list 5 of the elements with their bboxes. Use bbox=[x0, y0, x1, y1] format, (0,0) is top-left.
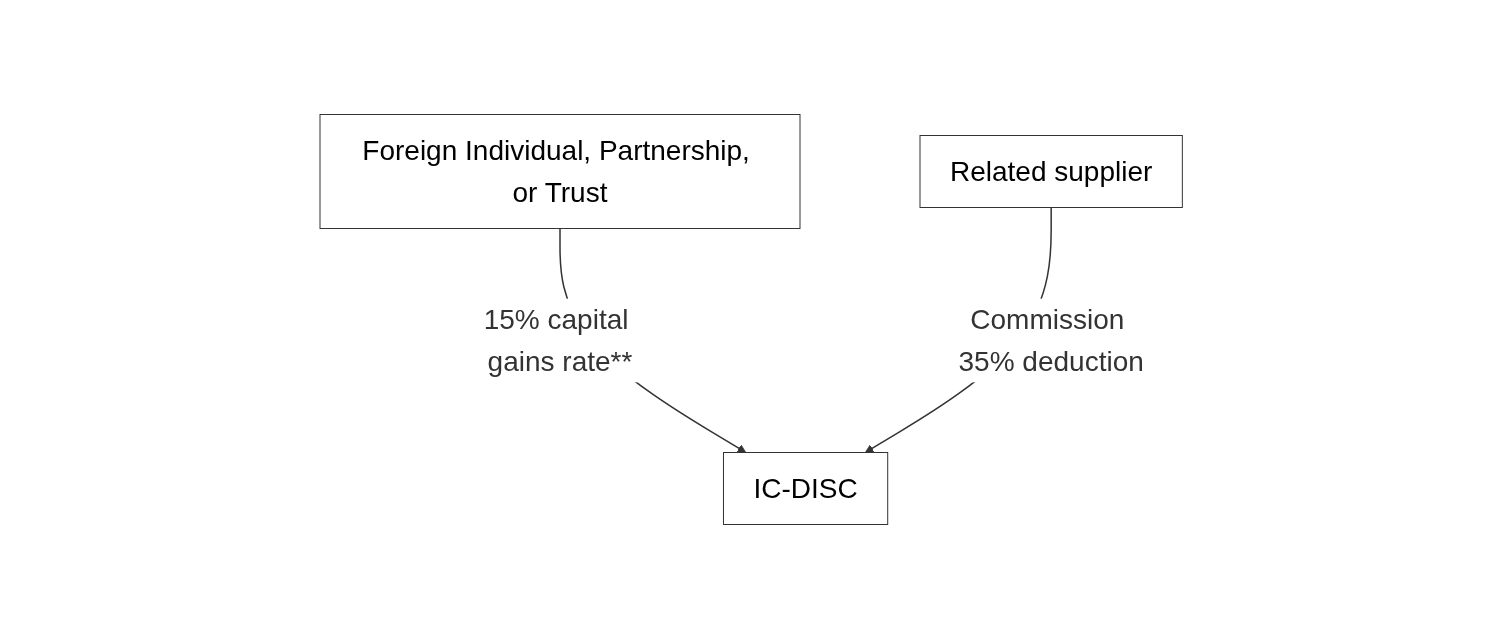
node-box: IC-DISC bbox=[723, 452, 889, 525]
node-box: Related supplier bbox=[919, 135, 1184, 208]
edge-label: 15% capital gains rate** bbox=[484, 303, 633, 377]
edge-label: Commission 35% deduction bbox=[958, 303, 1145, 377]
node-box: Foreign Individual, Partnership, or Trust bbox=[319, 114, 801, 229]
